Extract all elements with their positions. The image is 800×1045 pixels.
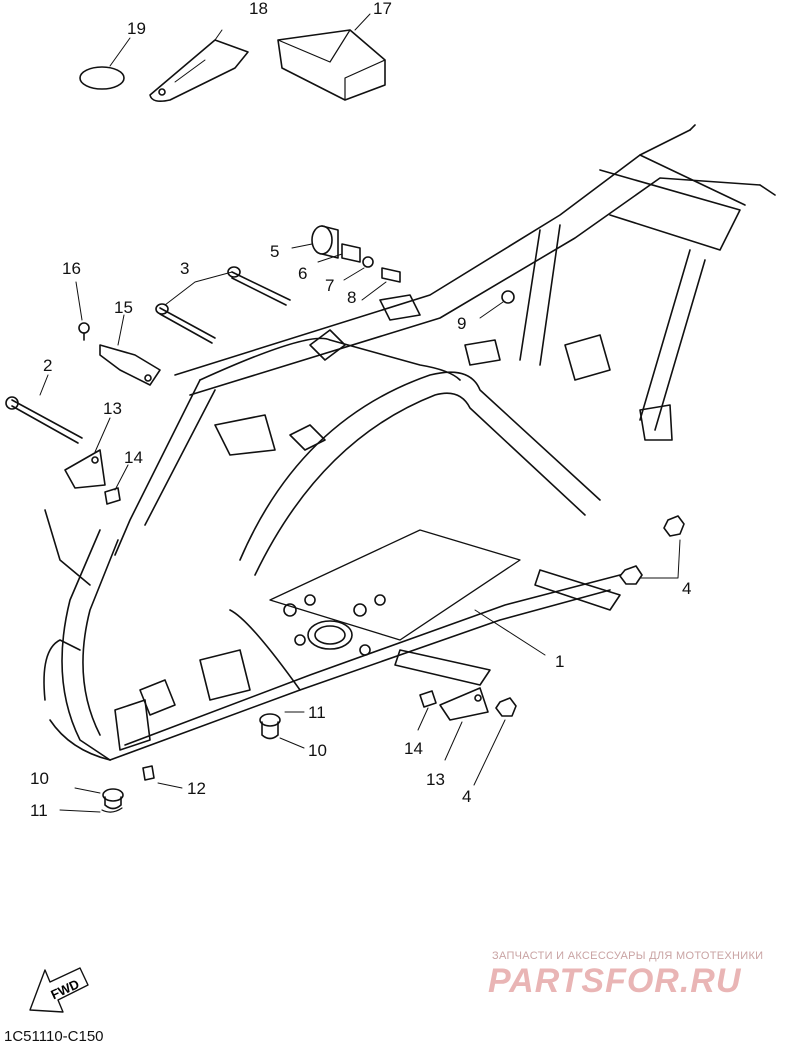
bracket-part-15 (99, 314, 161, 386)
nut-part-4-upper (619, 515, 685, 585)
forward-arrow-icon (29, 967, 89, 1013)
tool-pouch-part (277, 13, 386, 101)
callout-19: 19 (127, 19, 146, 38)
callout-4-right: 4 (682, 579, 692, 598)
callout-12: 12 (187, 779, 206, 798)
bracket-part-13-right (439, 687, 489, 761)
callout-6: 6 (298, 264, 308, 283)
callout-10-right: 10 (308, 741, 327, 760)
diagram-code: 1C51110-C150 (4, 1028, 104, 1045)
callout-10-left: 10 (30, 769, 49, 788)
callout-8: 8 (347, 288, 357, 307)
callout-16: 16 (62, 259, 81, 278)
bracket-part-13-left (64, 417, 111, 489)
bracket-part-18 (149, 29, 249, 102)
nut-part-9 (479, 290, 515, 319)
callout-13-left: 13 (103, 399, 122, 418)
spacer-part-6 (341, 243, 361, 263)
nut-part-4-lower (473, 697, 517, 786)
bolt-part-12 (142, 765, 183, 789)
callout-4-bottom: 4 (462, 787, 472, 806)
callout-14-right: 14 (404, 739, 423, 758)
callout-5: 5 (270, 242, 280, 261)
callout-11-right: 11 (308, 703, 326, 722)
bolt-part-3-upper (227, 266, 291, 306)
callout-15: 15 (114, 298, 133, 317)
collar-part-5 (311, 225, 339, 259)
grommet-part-10-left (59, 787, 124, 813)
callout-3: 3 (180, 259, 190, 278)
callout-9: 9 (457, 314, 467, 333)
callout-13-right: 13 (426, 770, 445, 789)
skid-plate (269, 529, 521, 641)
callout-18: 18 (249, 0, 268, 18)
bolt-part-14-right (417, 690, 437, 731)
washer-part-7 (362, 256, 374, 268)
callout-7: 7 (325, 276, 335, 295)
frame-main (43, 124, 776, 761)
watermark-brand: PARTSFOR.RU (488, 962, 742, 1000)
grommet-part-10-right (259, 711, 305, 749)
bolt-part-14-left (104, 464, 129, 505)
bolt-part-3-lower (155, 303, 216, 344)
o-ring-part (79, 66, 125, 90)
bolt-part-8 (381, 267, 401, 283)
callout-14-left: 14 (124, 448, 143, 467)
bolt-part-2 (5, 396, 83, 444)
callout-2: 2 (43, 356, 53, 375)
watermark-subtitle: ЗАПЧАСТИ И АКСЕССУАРЫ ДЛЯ МОТОТЕХНИКИ (492, 950, 764, 962)
callout-1: 1 (555, 652, 565, 671)
bolt-part-16 (75, 281, 90, 341)
callout-17: 17 (373, 0, 392, 18)
callout-11-left: 11 (30, 801, 48, 820)
